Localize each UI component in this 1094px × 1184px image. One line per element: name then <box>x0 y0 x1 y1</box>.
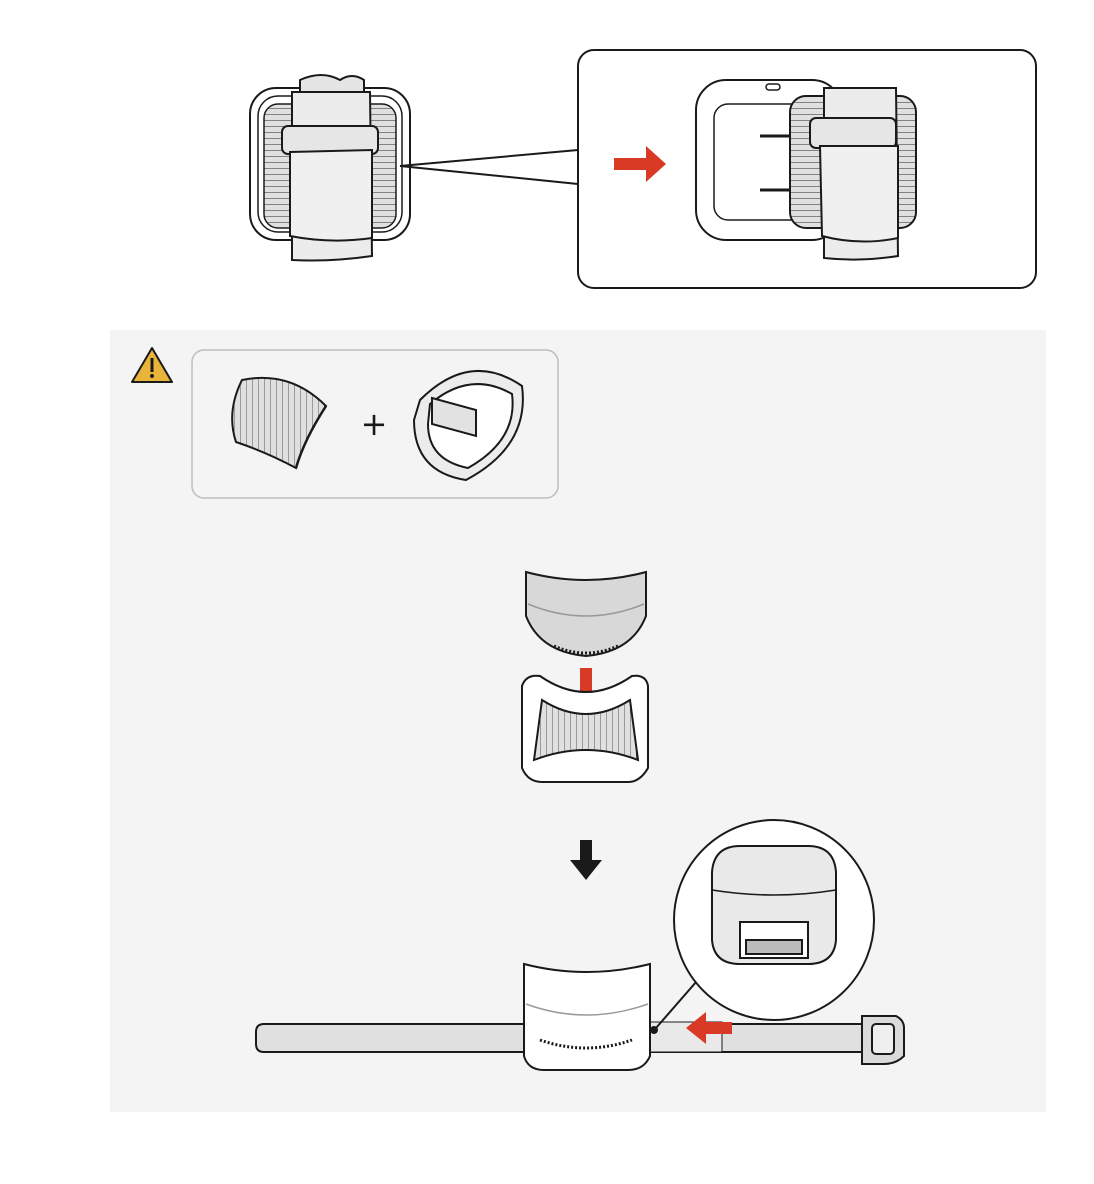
cushion-pad-icon <box>231 376 328 470</box>
slide-right-arrow-icon <box>614 146 666 182</box>
cushion-cap-icon <box>525 570 647 658</box>
warning-triangle-icon <box>131 347 173 383</box>
combine-plus-symbol: + <box>360 405 388 443</box>
callout-connector <box>399 149 579 185</box>
cradle-base-icon <box>521 674 649 783</box>
strap-device-icon <box>249 74 411 262</box>
charger-device-icon <box>695 79 917 261</box>
detail-magnifier <box>650 819 875 1034</box>
loop-strap-icon <box>412 369 524 482</box>
top-step <box>249 49 1037 289</box>
next-step-down-arrow-icon <box>570 840 602 880</box>
slide-left-arrow-icon <box>686 1012 732 1044</box>
